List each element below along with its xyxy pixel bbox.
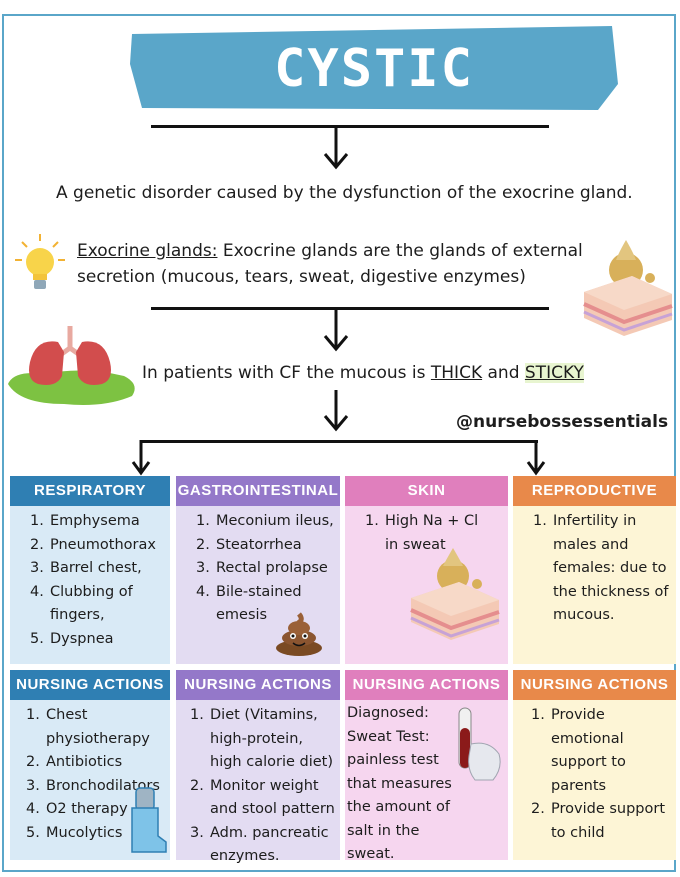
list-item: 4.Clubbing of fingers, (30, 583, 133, 624)
thick-label: THICK (430, 363, 483, 383)
arrow-down-1 (323, 126, 349, 170)
panel-skin: 1.High Na + Cl in sweat (345, 506, 508, 664)
mucous-text: In patients with CF the mucous is THICK … (142, 360, 602, 386)
page-title: CYSTIC FIBROSIS (240, 39, 508, 169)
list-item: 3.Barrel chest, (30, 560, 142, 576)
divider-top (151, 125, 549, 128)
header-gastro: GASTROINTESTINAL (176, 476, 340, 506)
poop-icon (276, 612, 322, 656)
list-item: 5.Mucolytics (26, 824, 123, 841)
exocrine-line-1: Exocrine glands: Exocrine glands are the… (77, 238, 597, 264)
header-nursing-skin: NURSING ACTIONS (345, 670, 508, 700)
mucous-prefix: In patients with CF the mucous is (142, 363, 431, 383)
panel-reproductive: 1.Infertility in males and females: due … (513, 506, 676, 664)
exocrine-label: Exocrine glands: (77, 241, 218, 261)
arrow-down-2 (323, 308, 349, 352)
sweat-test-text: Diagnosed: Sweat Test: painless test tha… (347, 705, 452, 862)
panel-nursing-respiratory: 1.Chest physiotherapy 2.Antibiotics 3.Br… (10, 700, 170, 860)
arrow-down-3 (323, 390, 349, 432)
panel-gastro: 1.Meconium ileus, 2.Steatorrhea 3.Rectal… (176, 506, 340, 664)
header-skin: SKIN (345, 476, 508, 506)
list-item: 1.Diet (Vitamins, high-protein, high cal… (190, 707, 333, 770)
list-item: 2.Pneumothorax (30, 536, 156, 553)
skin-layers-icon (410, 548, 500, 640)
author-handle: @nursebossessentials (456, 412, 669, 432)
list-item: 1.Emphysema (30, 513, 140, 529)
list-item: 1.Meconium ileus, (196, 513, 334, 529)
list-item: 3.Rectal prolapse (196, 560, 328, 576)
list-item: 3.Adm. pancreatic enzymes. (190, 824, 329, 865)
panel-respiratory: 1.Emphysema 2.Pneumothorax 3.Barrel ches… (10, 506, 170, 664)
inhaler-icon (131, 787, 167, 853)
arrow-left-branch (131, 440, 151, 476)
header-nursing-reproductive: NURSING ACTIONS (513, 670, 676, 700)
exocrine-text-1: Exocrine glands are the glands of extern… (217, 241, 583, 261)
list-item: 1.High Na + Cl in sweat (365, 513, 479, 553)
list-item: 1.Infertility in males and females: due … (533, 513, 669, 623)
panel-nursing-reproductive: 1.Provide emotional support to parents 2… (513, 700, 676, 860)
list-item: 4.Bile-stained emesis (196, 583, 302, 624)
divider-middle (151, 307, 549, 310)
panel-nursing-skin: Diagnosed: Sweat Test: painless test tha… (345, 700, 508, 862)
header-respiratory: RESPIRATORY (10, 476, 170, 506)
lightbulb-icon (15, 234, 65, 289)
exocrine-line-2: secretion (mucous, tears, sweat, digesti… (77, 267, 526, 287)
list-item: 1.Chest physiotherapy (26, 707, 150, 747)
list-item: 2.Steatorrhea (196, 536, 302, 553)
list-item: 3.Bronchodilators (26, 777, 160, 794)
page-frame (2, 14, 676, 872)
branch-line (140, 440, 538, 443)
list-item: 2.Monitor weight and stool pattern (190, 777, 335, 818)
list-item: 5.Dyspnea (30, 630, 114, 647)
skin-layers-icon (583, 240, 673, 336)
list-item: 2.Provide support to child (531, 801, 666, 841)
lungs-icon (8, 326, 135, 405)
test-tube-icon (458, 707, 501, 781)
list-item: 2.Antibiotics (26, 754, 123, 770)
arrow-right-branch (526, 440, 546, 476)
sticky-label: STICKY (524, 363, 584, 383)
header-reproductive: REPRODUCTIVE (513, 476, 676, 506)
definition-text: A genetic disorder caused by the dysfunc… (56, 183, 633, 203)
list-item: 4.O2 therapy (26, 801, 128, 817)
panel-nursing-gastro: 1.Diet (Vitamins, high-protein, high cal… (176, 700, 340, 864)
and-label: and (482, 363, 525, 383)
header-nursing-gastro: NURSING ACTIONS (176, 670, 340, 700)
header-nursing-respiratory: NURSING ACTIONS (10, 670, 170, 700)
title-banner: CYSTIC FIBROSIS (128, 24, 620, 169)
list-item: 1.Provide emotional support to parents (531, 707, 626, 794)
